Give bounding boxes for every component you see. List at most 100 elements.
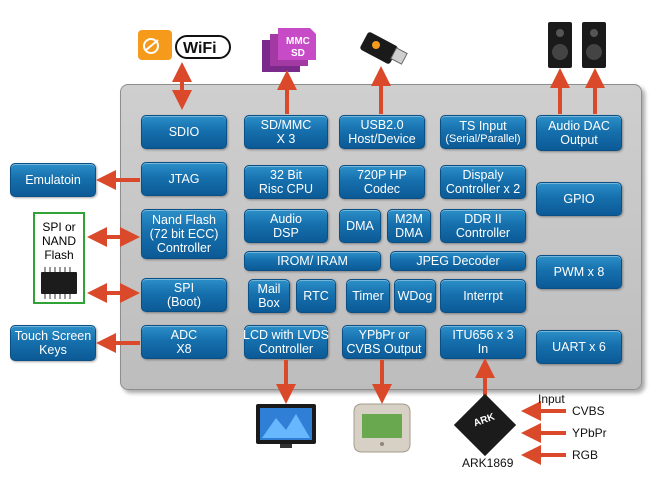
block-mailbox: Mail Box (248, 279, 290, 313)
input-ypbpr-label: YPbPr (572, 426, 607, 440)
block-nand-controller-line1: Nand Flash (152, 213, 216, 227)
block-adc-line2: X8 (176, 342, 192, 356)
block-m2m-dma-line1: M2M (395, 212, 423, 226)
block-usb: USB2.0 Host/Device (339, 115, 425, 149)
block-wdog-label: WDog (397, 289, 433, 303)
block-spi-boot-line2: (Boot) (166, 295, 202, 309)
input-title-label: Input (538, 392, 565, 406)
block-itu656-line1: ITU656 x 3 (452, 328, 514, 342)
block-audio-dsp: Audio DSP (244, 209, 328, 243)
block-audio-dac: Audio DAC Output (536, 115, 622, 151)
sd-text: SD (291, 48, 305, 59)
block-audio-dsp-line1: Audio (270, 212, 302, 226)
block-ddr-controller: DDR II Controller (440, 209, 526, 243)
block-spi-boot-line1: SPI (173, 281, 195, 295)
external-touch-screen: Touch Screen Keys (10, 325, 96, 361)
flash-chip-icon (41, 267, 77, 299)
block-rtc: RTC (296, 279, 336, 313)
block-spi-boot: SPI (Boot) (141, 278, 227, 312)
block-mailbox-line2: Box (258, 296, 280, 310)
block-ypbpr-output-line1: YPbPr or (358, 328, 410, 342)
block-mailbox-line1: Mail (257, 282, 281, 296)
block-lcd-lvds-line1: LCD with LVDS (243, 328, 329, 342)
block-hp-codec-line2: Codec (363, 182, 401, 196)
block-nand-controller-line3: Controller (156, 241, 212, 255)
block-hp-codec: 720P HP Codec (339, 165, 425, 199)
block-pwm: PWM x 8 (536, 255, 622, 289)
block-display-controller: Dispaly Controller x 2 (440, 165, 526, 199)
external-emulator-label: Emulatoin (25, 173, 81, 187)
usb-stick-icon (360, 32, 408, 65)
memory-card-icon: MMC SD (262, 28, 316, 72)
block-risc-cpu-line1: 32 Bit (270, 168, 302, 182)
block-m2m-dma-line2: DMA (395, 226, 423, 240)
block-rtc-label: RTC (303, 289, 329, 303)
block-ts-input-line1: TS Input (459, 118, 507, 133)
block-hp-codec-line1: 720P HP (357, 168, 407, 182)
headrest-display-icon (353, 403, 411, 453)
block-timer-label: Timer (352, 289, 384, 303)
block-usb-line2: Host/Device (348, 132, 416, 146)
block-ddr-controller-line2: Controller (455, 226, 511, 240)
block-gpio: GPIO (536, 182, 622, 216)
block-sd-mmc-line1: SD/MMC (260, 118, 312, 132)
block-itu656-line2: In (477, 342, 489, 356)
block-nand-controller: Nand Flash (72 bit ECC) Controller (141, 209, 227, 259)
block-jtag-label: JTAG (168, 172, 200, 186)
block-pwm-label: PWM x 8 (553, 265, 605, 279)
spi-nand-line3: Flash (44, 248, 74, 262)
block-usb-line1: USB2.0 (360, 118, 404, 132)
block-lcd-lvds: LCD with LVDS Controller (243, 325, 329, 359)
block-jpeg-decoder-label: JPEG Decoder (416, 254, 500, 268)
monitor-icon (256, 404, 316, 448)
spi-nand-line2: NAND (41, 234, 76, 248)
block-wdog: WDog (394, 279, 436, 313)
block-lcd-lvds-line2: Controller (258, 342, 314, 356)
block-sd-mmc-line2: X 3 (276, 132, 296, 146)
block-irom-iram-label: IROM/ IRAM (277, 254, 348, 268)
block-dma: DMA (339, 209, 381, 243)
spi-nand-line1: SPI or (42, 220, 76, 234)
block-display-controller-line2: Controller x 2 (445, 182, 521, 196)
block-display-controller-line1: Dispaly (462, 168, 504, 182)
external-emulator: Emulatoin (10, 163, 96, 197)
ark-chip-icon: ARK (453, 393, 517, 457)
external-touch-line2: Keys (39, 343, 67, 357)
block-risc-cpu: 32 Bit Risc CPU (244, 165, 328, 199)
block-dma-label: DMA (346, 219, 374, 233)
block-ts-input-line2: (Serial/Parallel) (445, 132, 521, 145)
block-sdio: SDIO (141, 115, 227, 149)
block-jtag: JTAG (141, 162, 227, 196)
wifi-icon: WiFi (138, 30, 231, 60)
block-audio-dac-line2: Output (560, 133, 598, 147)
block-ypbpr-output: YPbPr or CVBS Output (342, 325, 426, 359)
block-ypbpr-output-line2: CVBS Output (346, 342, 422, 356)
block-risc-cpu-line2: Risc CPU (258, 182, 314, 196)
wifi-text: WiFi (183, 40, 217, 57)
block-uart: UART x 6 (536, 330, 622, 364)
external-touch-line1: Touch Screen (14, 329, 92, 343)
block-timer: Timer (346, 279, 390, 313)
block-ddr-controller-line1: DDR II (464, 212, 502, 226)
block-nand-controller-line2: (72 bit ECC) (149, 227, 219, 241)
block-adc-line1: ADC (170, 328, 198, 342)
block-interrupt: Interrpt (440, 279, 526, 313)
chip-name-label: ARK1869 (462, 456, 514, 470)
block-gpio-label: GPIO (563, 192, 595, 206)
block-irom-iram: IROM/ IRAM (244, 251, 381, 271)
block-m2m-dma: M2M DMA (387, 209, 431, 243)
block-uart-label: UART x 6 (552, 340, 606, 354)
block-sd-mmc: SD/MMC X 3 (244, 115, 328, 149)
block-ts-input: TS Input (Serial/Parallel) (440, 115, 526, 149)
block-jpeg-decoder: JPEG Decoder (390, 251, 526, 271)
block-audio-dsp-line2: DSP (273, 226, 299, 240)
block-audio-dac-line1: Audio DAC (548, 119, 610, 133)
speakers-icon (548, 22, 606, 68)
input-rgb-label: RGB (572, 448, 599, 462)
external-spi-nand-flash: SPI or NAND Flash (33, 212, 85, 304)
block-adc: ADC X8 (141, 325, 227, 359)
input-cvbs-label: CVBS (572, 404, 605, 418)
mmc-text: MMC (286, 36, 310, 47)
block-interrupt-label: Interrpt (463, 289, 503, 303)
